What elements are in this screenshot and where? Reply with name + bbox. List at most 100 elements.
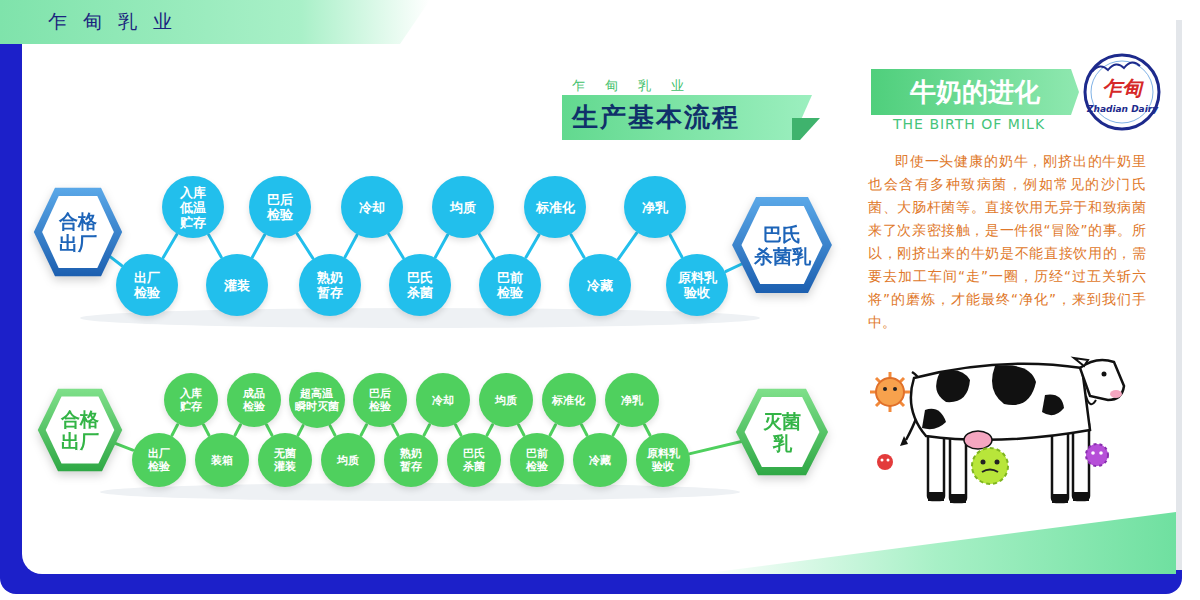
process-step-circle: 冷藏 bbox=[573, 433, 627, 487]
process-step-circle: 巴氏 杀菌 bbox=[447, 433, 501, 487]
text-box: 出厂 检验 bbox=[134, 270, 160, 300]
connector-line bbox=[252, 235, 264, 257]
node-text: 原料乳 验收 bbox=[678, 270, 717, 300]
process-step-circle: 标准化 bbox=[542, 373, 596, 427]
text-box: 超高温 瞬时灭菌 bbox=[295, 387, 339, 413]
node-text: 出厂 检验 bbox=[148, 447, 170, 473]
process-step-circle: 巴后 检验 bbox=[353, 373, 407, 427]
node-text: 巴氏 杀菌乳 bbox=[754, 223, 811, 267]
heading-band: 牛奶的进化 bbox=[871, 69, 1079, 115]
process-step-circle: 巴前 检验 bbox=[479, 254, 541, 316]
process-step-circle: 出厂 检验 bbox=[132, 433, 186, 487]
process-step-circle: 成品 检验 bbox=[227, 373, 281, 427]
text-box: 熟奶 暂存 bbox=[317, 270, 343, 300]
cow-illustration bbox=[900, 358, 1124, 503]
text-box: 均质 bbox=[337, 454, 359, 467]
connector-line bbox=[298, 426, 303, 436]
diagram-title: 生产基本流程 bbox=[572, 101, 740, 133]
process-step-circle: 巴氏 杀菌 bbox=[389, 254, 451, 316]
connector-line bbox=[726, 264, 742, 272]
process-step-circle: 冷却 bbox=[416, 373, 470, 427]
text-box: 巴氏 杀菌 bbox=[463, 447, 485, 473]
node-text: 合格 出厂 bbox=[59, 210, 97, 254]
connector-line bbox=[550, 425, 555, 435]
node-text: 无菌 灌装 bbox=[274, 447, 296, 473]
text-box: 入库 贮存 bbox=[180, 387, 202, 413]
logo-subtext: Zhadian Dairy bbox=[1087, 104, 1157, 115]
node-text: 巴氏 杀菌 bbox=[463, 447, 485, 473]
connector-line bbox=[393, 425, 398, 435]
process-step-circle: 入库 低温 贮存 bbox=[162, 176, 224, 238]
process-step-circle: 标准化 bbox=[524, 176, 586, 238]
product-hexagon: 灭菌 乳 bbox=[734, 387, 830, 477]
connector-line bbox=[690, 441, 743, 454]
process-step-circle: 入库 贮存 bbox=[164, 373, 218, 427]
row-shadow bbox=[100, 483, 740, 501]
process-step-circle: 熟奶 暂存 bbox=[384, 433, 438, 487]
text-box: 巴后 检验 bbox=[369, 387, 391, 413]
heading-subtitle: THE BIRTH OF MILK bbox=[893, 115, 1045, 133]
node-text: 牛奶的进化 bbox=[910, 77, 1040, 107]
connector-line bbox=[115, 443, 132, 450]
process-step-circle: 原料乳 验收 bbox=[666, 254, 728, 316]
process-step-circle: 出厂 检验 bbox=[116, 254, 178, 316]
intro-paragraph: 即使一头健康的奶牛，刚挤出的牛奶里也会含有多种致病菌，例如常见的沙门氏菌、大肠杆… bbox=[868, 150, 1146, 334]
node-text: 冷藏 bbox=[589, 454, 611, 467]
connector-line bbox=[361, 425, 366, 435]
process-step-circle: 超高温 瞬时灭菌 bbox=[289, 372, 345, 428]
germ-icons bbox=[870, 372, 1108, 484]
logo-text: 乍甸 bbox=[1090, 76, 1154, 100]
node-text: 熟奶 暂存 bbox=[400, 447, 422, 473]
title-fold bbox=[792, 118, 820, 140]
node-text: 装箱 bbox=[211, 454, 233, 467]
node-text: 合格 出厂 bbox=[61, 408, 99, 452]
text-box: 熟奶 暂存 bbox=[400, 447, 422, 473]
process-step-circle: 均质 bbox=[321, 433, 375, 487]
connector-line bbox=[487, 425, 492, 435]
node-text: 巴前 检验 bbox=[497, 270, 523, 300]
connector-line bbox=[345, 235, 357, 257]
text-box: 均质 bbox=[450, 200, 476, 215]
text-box: 标准化 bbox=[552, 394, 585, 407]
node-text: 标准化 bbox=[552, 394, 585, 407]
connector-line bbox=[456, 425, 461, 435]
process-step-circle: 原料乳 验收 bbox=[636, 433, 690, 487]
node-text: 入库 贮存 bbox=[180, 387, 202, 413]
text-box: 合格 出厂 bbox=[61, 408, 99, 452]
node-text: 净乳 bbox=[621, 394, 643, 407]
product-hexagon: 合格 出厂 bbox=[32, 186, 124, 278]
text-box: 冷藏 bbox=[589, 454, 611, 467]
connector-line bbox=[526, 235, 539, 258]
connector-line bbox=[424, 425, 429, 435]
process-step-circle: 净乳 bbox=[605, 373, 659, 427]
text-box: 牛奶的进化 bbox=[910, 77, 1040, 107]
connector-line bbox=[330, 426, 335, 436]
node-text: 均质 bbox=[495, 394, 517, 407]
node-text: 成品 检验 bbox=[243, 387, 265, 413]
text-box: 成品 检验 bbox=[243, 387, 265, 413]
node-text: 原料乳 验收 bbox=[647, 447, 680, 473]
connector-line bbox=[582, 425, 587, 435]
node-text: 出厂 检验 bbox=[134, 270, 160, 300]
connector-line bbox=[110, 257, 122, 266]
node-text: 巴后 检验 bbox=[369, 387, 391, 413]
process-step-circle: 冷却 bbox=[341, 176, 403, 238]
connector-line bbox=[519, 425, 524, 435]
text-box: 巴前 检验 bbox=[497, 270, 523, 300]
process-step-circle: 装箱 bbox=[195, 433, 249, 487]
process-step-circle: 巴前 检验 bbox=[510, 433, 564, 487]
process-step-circle: 无菌 灌装 bbox=[258, 433, 312, 487]
corner-wedge bbox=[700, 512, 1176, 574]
connector-line bbox=[204, 425, 209, 435]
node-text: 灭菌 乳 bbox=[763, 410, 801, 454]
node-text: 净乳 bbox=[642, 200, 668, 215]
text-box: 原料乳 验收 bbox=[678, 270, 717, 300]
text-box: 合格 出厂 bbox=[59, 210, 97, 254]
text-box: 灌装 bbox=[224, 278, 250, 293]
connector-line bbox=[618, 233, 636, 259]
text-box: 巴后 检验 bbox=[267, 192, 293, 222]
text-box: 无菌 灌装 bbox=[274, 447, 296, 473]
node-text: 巴氏 杀菌 bbox=[407, 270, 433, 300]
connector-line bbox=[480, 234, 494, 257]
text-box: 出厂 检验 bbox=[148, 447, 170, 473]
